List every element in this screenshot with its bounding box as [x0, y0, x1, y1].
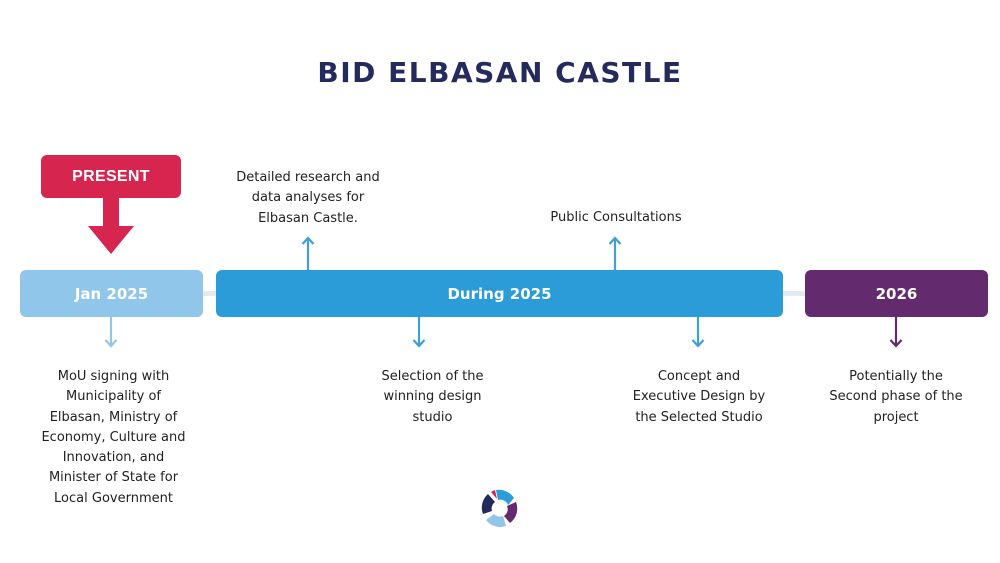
arrow-down-icon [104, 317, 118, 348]
phase-during-2025: During 2025 [216, 270, 783, 317]
note-research: Detailed research and data analyses for … [236, 170, 380, 226]
note-mou-signing: MoU signing with Municipality of Elbasan… [41, 369, 186, 506]
phase-2026: 2026 [805, 270, 988, 317]
logo-icon [481, 489, 518, 527]
present-arrow-icon [88, 198, 134, 254]
page-title: BID ELBASAN CASTLE [317, 56, 683, 89]
present-marker: PRESENT [41, 155, 181, 198]
arrow-up-icon [608, 236, 622, 270]
phase-jan-2025: Jan 2025 [20, 270, 203, 317]
arrow-down-icon [889, 317, 903, 348]
note-selection: Selection of the winning design studio [381, 369, 484, 425]
arrow-up-icon [301, 236, 315, 270]
note-second-phase: Potentially the Second phase of the proj… [829, 369, 963, 425]
arrow-down-icon [412, 317, 426, 348]
note-public-consultations: Public Consultations [550, 210, 682, 225]
arrow-down-icon [691, 317, 705, 348]
note-concept: Concept and Executive Design by the Sele… [632, 369, 766, 425]
